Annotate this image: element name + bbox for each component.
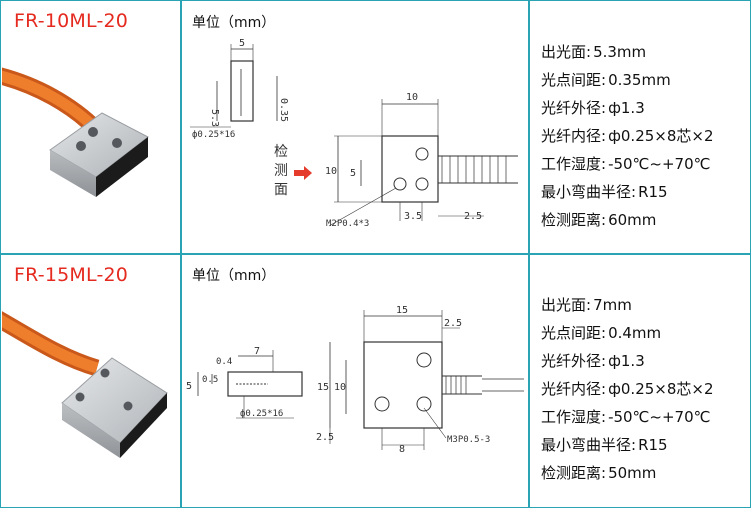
spec-item: 光点间距:0.35mm [541, 66, 714, 94]
arrow-icon [294, 166, 312, 180]
spec-label: 检测距离: [541, 211, 607, 229]
dim-label: 0.4 [216, 357, 232, 367]
dim-label: 15 [396, 305, 408, 316]
dim-label: ф0.25*16 [192, 130, 235, 140]
dim-label: 8 [399, 444, 405, 455]
spec-label: 光点间距: [541, 71, 607, 89]
row-divider [0, 253, 751, 255]
spec-list: 出光面:7mm 光点间距:0.4mm 光纤外径:ф1.3 光纤内径:ф0.25×… [541, 291, 714, 487]
dim-label: ф0.25*16 [240, 409, 283, 419]
spec-label: 最小弯曲半径: [541, 436, 637, 454]
spec-label: 出光面: [541, 296, 592, 314]
spec-label: 最小弯曲半径: [541, 183, 637, 201]
dim-label: 5 [350, 168, 356, 179]
spec-value: 5.3mm [593, 43, 647, 61]
detect-face-label: 面 [274, 182, 288, 198]
spec-label: 光纤内径: [541, 380, 607, 398]
model-name: FR-10ML-20 [14, 10, 129, 32]
spec-list: 出光面:5.3mm 光点间距:0.35mm 光纤外径:ф1.3 光纤内径:ф0.… [541, 38, 714, 234]
spec-item: 检测距离:50mm [541, 459, 714, 487]
dim-label: 15 [317, 382, 329, 393]
dimension-drawing: 5 5.3 0.35 ф0.25*16 检 测 面 10 10 5 3.5 2.… [190, 38, 518, 229]
spec-label: 光点间距: [541, 324, 607, 342]
spec-label: 工作湿度: [541, 155, 607, 173]
spec-value: ф1.3 [608, 352, 645, 370]
dim-label: 7 [254, 346, 260, 357]
detect-face-label: 检 [274, 144, 288, 160]
spec-label: 工作湿度: [541, 408, 607, 426]
dim-label: M2P0.4*3 [326, 219, 369, 229]
dim-label: 5.3 [209, 109, 220, 127]
spec-value: -50℃~+70℃ [608, 408, 711, 426]
spec-label: 出光面: [541, 43, 592, 61]
spec-item: 工作湿度:-50℃~+70℃ [541, 150, 714, 178]
spec-item: 工作湿度:-50℃~+70℃ [541, 403, 714, 431]
detect-face-label: 测 [274, 163, 288, 179]
spec-value: 7mm [593, 296, 632, 314]
spec-item: 光纤内径:ф0.25×8芯×2 [541, 375, 714, 403]
dim-label: 0.5 [202, 375, 218, 385]
spec-label: 光纤外径: [541, 99, 607, 117]
spec-value: R15 [638, 183, 668, 201]
dim-label: 3.5 [404, 211, 422, 222]
spec-value: 50mm [608, 464, 657, 482]
spec-item: 光纤外径:ф1.3 [541, 94, 714, 122]
product-photo [2, 311, 168, 458]
dim-label: 5 [239, 38, 245, 49]
dim-label: 10 [334, 382, 346, 393]
spec-value: R15 [638, 436, 668, 454]
spec-label: 光纤内径: [541, 127, 607, 145]
spec-label: 光纤外径: [541, 352, 607, 370]
spec-value: 60mm [608, 211, 657, 229]
spec-item: 最小弯曲半径:R15 [541, 431, 714, 459]
spec-item: 最小弯曲半径:R15 [541, 178, 714, 206]
spec-item: 检测距离:60mm [541, 206, 714, 234]
dim-label: 2.5 [444, 318, 462, 329]
model-name: FR-15ML-20 [14, 264, 129, 286]
spec-value: ф0.25×8芯×2 [608, 380, 714, 398]
dim-label: 10 [406, 92, 418, 103]
spec-item: 光纤内径:ф0.25×8芯×2 [541, 122, 714, 150]
product-photo [2, 67, 149, 197]
dim-label: 10 [325, 166, 337, 177]
spec-item: 光纤外径:ф1.3 [541, 347, 714, 375]
spec-value: 0.35mm [608, 71, 671, 89]
dim-label: 2.5 [316, 432, 334, 443]
spec-item: 出光面:5.3mm [541, 38, 714, 66]
dim-label: 5 [186, 381, 192, 392]
dim-label: 0.35 [278, 98, 289, 122]
spec-item: 光点间距:0.4mm [541, 319, 714, 347]
spec-label: 检测距离: [541, 464, 607, 482]
spec-item: 出光面:7mm [541, 291, 714, 319]
dim-label: M3P0.5-3 [447, 435, 490, 445]
spec-value: ф0.25×8芯×2 [608, 127, 714, 145]
unit-label: 单位（mm） [192, 15, 276, 31]
dimension-drawing: 7 0.4 5 0.5 ф0.25*16 15 2.5 15 10 2.5 8 … [186, 305, 524, 455]
unit-label: 单位（mm） [192, 268, 276, 284]
spec-value: 0.4mm [608, 324, 662, 342]
spec-value: -50℃~+70℃ [608, 155, 711, 173]
dim-label: 2.5 [464, 211, 482, 222]
spec-value: ф1.3 [608, 99, 645, 117]
